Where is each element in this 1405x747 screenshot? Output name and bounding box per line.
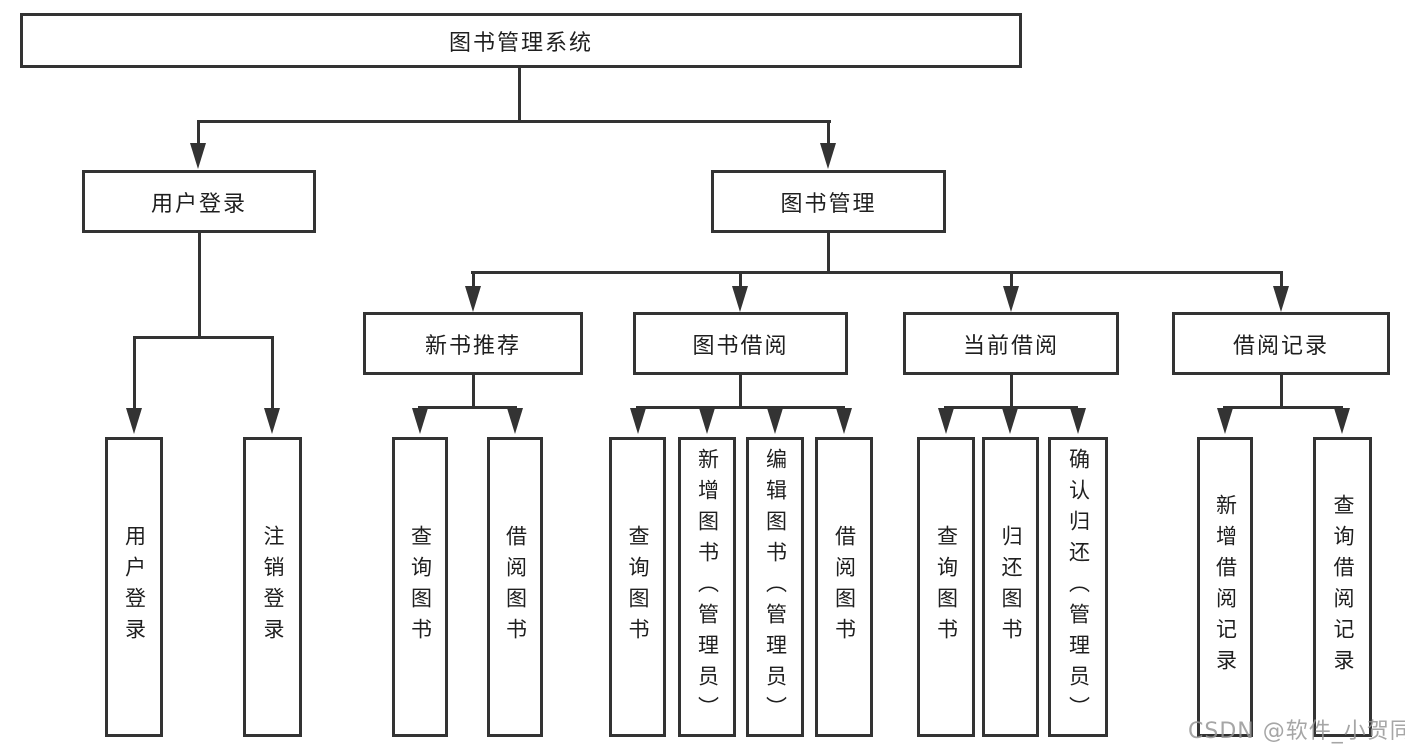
node-borrowing-records: 借阅记录 — [1172, 312, 1390, 375]
leaf-label: 编辑图书（管理员） — [763, 447, 788, 727]
leaf-edit-books-admin: 编辑图书（管理员） — [746, 437, 804, 737]
connector-line — [1010, 375, 1013, 408]
connector-line — [472, 375, 475, 408]
leaf-label: 新增图书（管理员） — [695, 447, 720, 727]
leaf-label: 注销登录 — [261, 525, 286, 649]
arrow-down-icon — [1070, 408, 1086, 434]
connector-line — [739, 375, 742, 408]
arrow-down-icon — [507, 408, 523, 434]
connector-line — [1010, 271, 1013, 288]
arrow-down-icon — [126, 408, 142, 434]
connector-line — [197, 120, 831, 123]
connector-line — [418, 406, 517, 409]
leaf-confirm-return-admin: 确认归还（管理员） — [1048, 437, 1108, 737]
leaf-label: 新增借阅记录 — [1213, 494, 1238, 680]
arrow-down-icon — [732, 286, 748, 312]
leaf-query-books-current: 查询图书 — [917, 437, 975, 737]
connector-line — [133, 336, 136, 410]
arrow-down-icon — [1217, 408, 1233, 434]
connector-line — [518, 68, 521, 123]
connector-line — [1223, 406, 1343, 409]
connector-line — [636, 406, 845, 409]
connector-line — [271, 336, 274, 410]
arrow-down-icon — [412, 408, 428, 434]
leaf-borrow-books-recommend: 借阅图书 — [487, 437, 543, 737]
arrow-down-icon — [767, 408, 783, 434]
leaf-logout: 注销登录 — [243, 437, 302, 737]
arrow-down-icon — [1003, 286, 1019, 312]
leaf-label: 查询借阅记录 — [1331, 494, 1356, 680]
leaf-borrow-books: 借阅图书 — [815, 437, 873, 737]
arrow-down-icon — [190, 143, 206, 169]
leaf-label: 查询图书 — [626, 525, 651, 649]
arrow-down-icon — [836, 408, 852, 434]
arrow-down-icon — [264, 408, 280, 434]
connector-line — [944, 406, 1078, 409]
arrow-down-icon — [465, 286, 481, 312]
leaf-label: 借阅图书 — [503, 525, 528, 649]
connector-line — [133, 336, 274, 339]
arrow-down-icon — [699, 408, 715, 434]
arrow-down-icon — [820, 143, 836, 169]
leaf-label: 用户登录 — [122, 525, 147, 649]
connector-line — [472, 271, 475, 288]
node-user-login: 用户登录 — [82, 170, 316, 233]
leaf-label: 查询图书 — [934, 525, 959, 649]
leaf-label: 查询图书 — [408, 525, 433, 649]
node-current-borrowing: 当前借阅 — [903, 312, 1119, 375]
node-book-management: 图书管理 — [711, 170, 946, 233]
node-book-borrowing: 图书借阅 — [633, 312, 848, 375]
arrow-down-icon — [1334, 408, 1350, 434]
arrow-down-icon — [1002, 408, 1018, 434]
csdn-watermark: CSDN @软件_小贺同学 — [1188, 719, 1405, 744]
connector-line — [739, 271, 742, 288]
arrow-down-icon — [938, 408, 954, 434]
connector-line — [827, 233, 830, 273]
connector-line — [471, 271, 1282, 274]
connector-line — [197, 120, 200, 148]
connector-line — [1280, 375, 1283, 408]
leaf-query-borrow-record: 查询借阅记录 — [1313, 437, 1372, 737]
arrow-down-icon — [1273, 286, 1289, 312]
connector-line — [1280, 271, 1283, 288]
arrow-down-icon — [630, 408, 646, 434]
leaf-add-books-admin: 新增图书（管理员） — [678, 437, 736, 737]
leaf-add-borrow-record: 新增借阅记录 — [1197, 437, 1253, 737]
node-root: 图书管理系统 — [20, 13, 1022, 68]
leaf-user-login: 用户登录 — [105, 437, 163, 737]
leaf-label: 借阅图书 — [832, 525, 857, 649]
node-new-book-recommend: 新书推荐 — [363, 312, 583, 375]
leaf-return-books: 归还图书 — [982, 437, 1039, 737]
connector-line — [827, 120, 830, 148]
leaf-query-books-borrowing: 查询图书 — [609, 437, 666, 737]
leaf-query-books-recommend: 查询图书 — [392, 437, 448, 737]
leaf-label: 确认归还（管理员） — [1066, 447, 1091, 727]
leaf-label: 归还图书 — [999, 525, 1024, 649]
connector-line — [198, 233, 201, 338]
